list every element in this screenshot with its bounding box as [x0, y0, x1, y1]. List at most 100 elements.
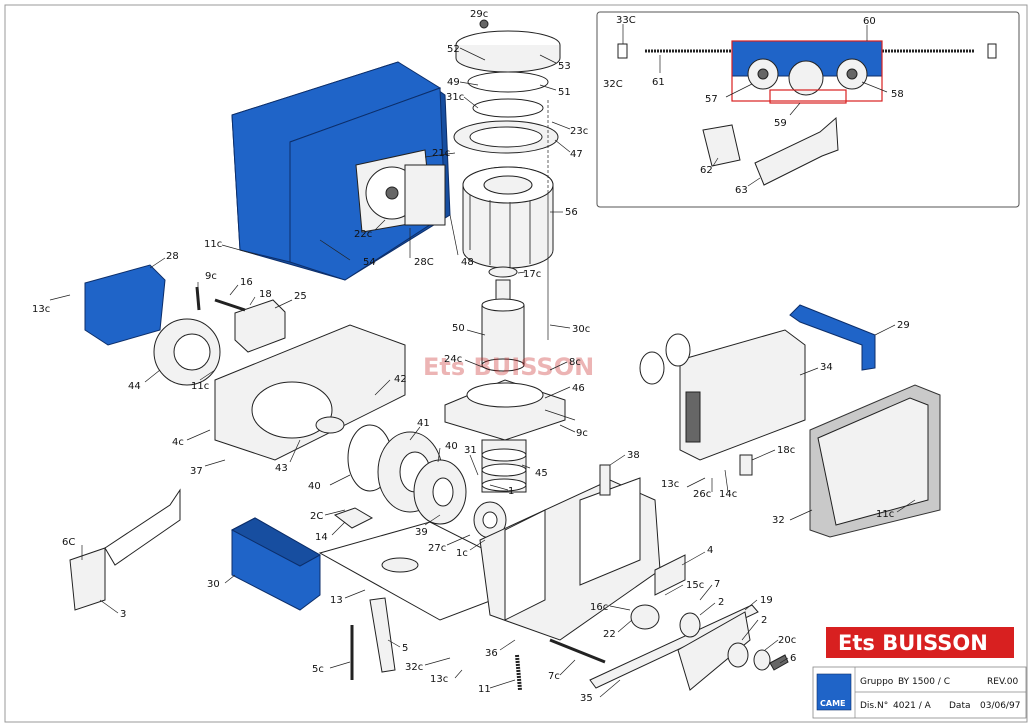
gear-58-hub: [846, 68, 858, 80]
label-2-upper: 2: [718, 597, 724, 608]
label-43: 43: [275, 463, 288, 474]
label-13c-bottom: 13c: [430, 674, 448, 685]
label-48: 48: [461, 257, 474, 268]
grille-4: [654, 554, 686, 596]
rotor-50: [481, 266, 525, 372]
gear-center: [788, 60, 824, 96]
label-23c: 23c: [570, 126, 588, 137]
label-29c: 29c: [470, 9, 488, 20]
label-6: 6: [790, 653, 796, 664]
label-17c: 17c: [523, 269, 541, 280]
leader-lines: [49, 47, 916, 698]
title-block: CAME Gruppo BY 1500 / C REV.00 Dis.N° 40…: [812, 666, 1027, 719]
label-20c: 20c: [778, 635, 796, 646]
label-9c-right: 9c: [576, 428, 588, 439]
label-38: 38: [627, 450, 640, 461]
label-15c: 15c: [686, 580, 704, 591]
gruppo-value: BY 1500 / C: [898, 677, 950, 687]
data-label: Data: [949, 701, 971, 711]
label-54: 54: [363, 257, 376, 268]
label-49: 49: [447, 77, 460, 88]
label-53: 53: [558, 61, 571, 72]
label-32: 32: [772, 515, 785, 526]
label-7c: 7c: [548, 671, 560, 682]
inset-frame: [596, 11, 1020, 208]
label-8c: 8c: [569, 357, 581, 368]
label-30: 30: [207, 579, 220, 590]
label-13c-right: 13c: [661, 479, 679, 490]
label-36: 36: [485, 648, 498, 659]
watermark: Ets BUISSON: [423, 353, 594, 381]
fan-22c: [355, 149, 446, 233]
label-40-left: 40: [308, 481, 321, 492]
drawing-frame: [4, 4, 1028, 723]
label-26c: 26c: [693, 489, 711, 500]
label-4c: 4c: [172, 437, 184, 448]
brand-text: Ets BUISSON: [838, 631, 988, 655]
label-31c: 31c: [446, 92, 464, 103]
plate-62: [702, 124, 741, 167]
label-60: 60: [863, 16, 876, 27]
revision: REV.00: [987, 677, 1019, 687]
gear-44: [153, 318, 221, 386]
label-18c: 18c: [777, 445, 795, 456]
label-37: 37: [190, 466, 203, 477]
label-56: 56: [565, 207, 578, 218]
label-32c: 32c: [405, 662, 423, 673]
label-61: 61: [652, 77, 665, 88]
label-11c-top: 11c: [204, 239, 222, 250]
label-63: 63: [735, 185, 748, 196]
label-45: 45: [535, 468, 548, 479]
bracket-28: [84, 264, 166, 346]
label-44: 44: [128, 381, 141, 392]
label-28: 28: [166, 251, 179, 262]
frame-36: [479, 477, 661, 641]
label-22c: 22c: [354, 229, 372, 240]
brake-stack: [453, 19, 561, 154]
screw-29c: [479, 19, 489, 29]
label-2c: 2C: [310, 511, 323, 522]
label-50: 50: [452, 323, 465, 334]
label-58: 58: [891, 89, 904, 100]
bracket-5: [369, 597, 396, 673]
label-5: 5: [402, 643, 408, 654]
rack-inset: 33C 60 32C 61 57 58 59 62 63: [596, 11, 1020, 208]
label-18: 18: [259, 289, 272, 300]
label-3: 3: [120, 609, 126, 620]
label-47: 47: [570, 149, 583, 160]
lever-22: [630, 604, 660, 630]
label-29: 29: [897, 320, 910, 331]
came-logo: [816, 673, 852, 711]
label-39: 39: [415, 527, 428, 538]
block-25: [234, 299, 286, 353]
plate-14: [333, 507, 374, 529]
label-51: 51: [558, 87, 571, 98]
blue-box-30: [230, 517, 322, 611]
dis-label: Dis.N°: [860, 701, 888, 711]
label-40-right: 40: [445, 441, 458, 452]
clip-18c: [739, 454, 753, 476]
nut-32c: [617, 43, 628, 59]
block-19: [677, 611, 751, 691]
plate-59-highlight: [769, 89, 847, 104]
label-13c-left: 13c: [32, 304, 50, 315]
bracket-3: [69, 547, 106, 611]
label-28C: 28C: [414, 257, 434, 268]
label-1c: 1c: [456, 548, 468, 559]
label-32c: 32C: [603, 79, 623, 90]
end-nut: [987, 43, 997, 59]
label-24c: 24c: [444, 354, 462, 365]
label-1: 1: [508, 486, 514, 497]
knob-2a: [679, 612, 701, 638]
label-11c-right: 11c: [876, 509, 894, 520]
label-13: 13: [330, 595, 343, 606]
knob-2b: [727, 642, 749, 668]
label-42: 42: [394, 374, 407, 385]
bracket-63: [754, 116, 839, 186]
data-value: 03/06/97: [980, 701, 1020, 711]
label-7: 7: [714, 579, 720, 590]
rack-highlight: [731, 40, 883, 102]
piece-38: [599, 464, 611, 496]
label-2-lower: 2: [761, 615, 767, 626]
